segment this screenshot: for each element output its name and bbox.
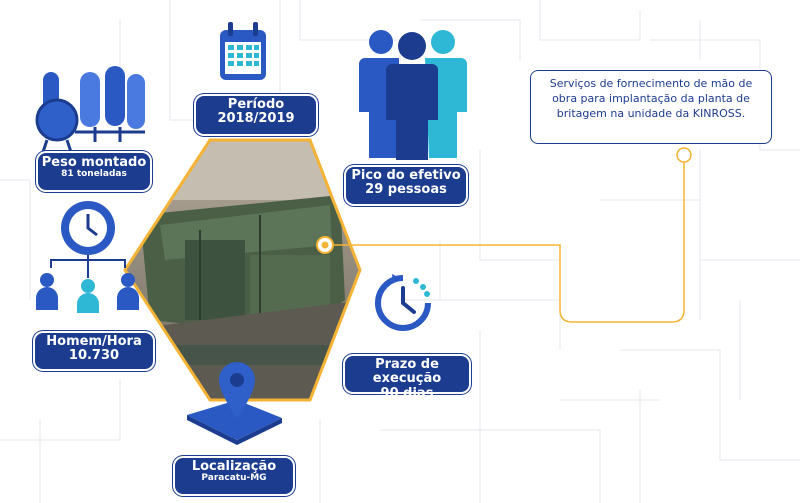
duration-value: 90 dias xyxy=(380,385,434,401)
description-text: Serviços de fornecimento de mão de obra … xyxy=(549,77,753,120)
location-pin-icon xyxy=(187,362,282,445)
duration-title: Prazo de execução xyxy=(372,357,442,387)
period-title: Período xyxy=(227,97,285,112)
weight-stat: Peso montado 81 toneladas xyxy=(38,153,150,190)
location-title: Localização xyxy=(191,459,277,474)
weight-title: Peso montado xyxy=(41,155,147,170)
connector-line xyxy=(330,158,685,323)
weight-value: 81 toneladas xyxy=(61,169,127,180)
period-stat: Período 2018/2019 xyxy=(196,96,316,134)
location-value: Paracatu-MG xyxy=(201,473,267,484)
tanks-icon xyxy=(35,66,145,152)
workforce-value: 29 pessoas xyxy=(365,182,447,198)
stopwatch-icon xyxy=(375,274,431,331)
people-icon xyxy=(359,30,467,160)
workforce-title: Pico do efetivo xyxy=(351,168,461,183)
description-box: Serviços de fornecimento de mão de obra … xyxy=(530,70,772,144)
manhours-value: 10.730 xyxy=(68,348,120,364)
period-value: 2018/2019 xyxy=(217,111,295,127)
manhours-stat: Homem/Hora 10.730 xyxy=(35,333,153,369)
duration-stat: Prazo de execução 90 dias xyxy=(345,356,469,400)
clock-people-icon xyxy=(36,201,139,313)
hexagon-frame xyxy=(123,138,362,402)
location-stat: Localização Paracatu-MG xyxy=(175,458,293,494)
workforce-stat: Pico do efetivo 29 pessoas xyxy=(346,167,466,204)
connector-dot-end xyxy=(676,147,692,163)
manhours-title: Homem/Hora xyxy=(46,334,142,349)
calendar-icon xyxy=(220,22,266,80)
